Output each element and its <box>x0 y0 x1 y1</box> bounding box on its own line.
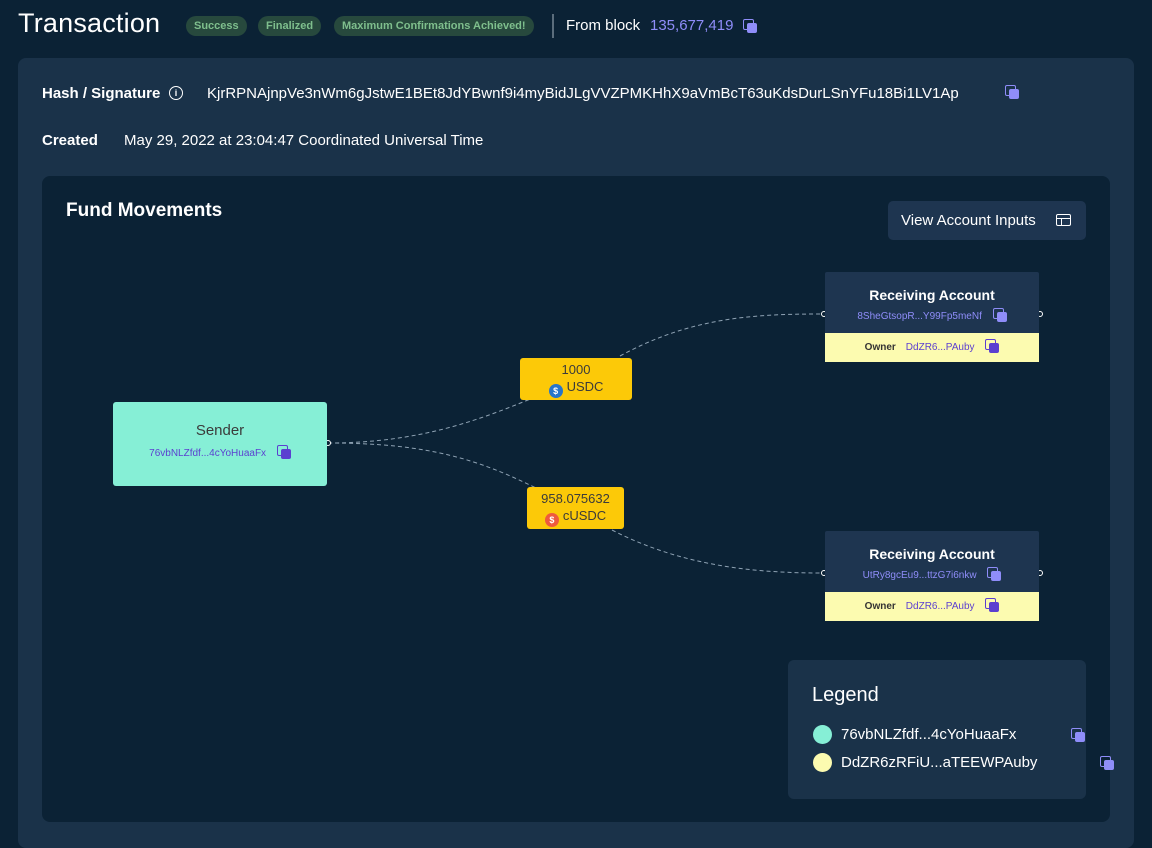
copy-block-icon[interactable] <box>743 19 757 33</box>
table-icon <box>1056 214 1071 226</box>
edge-usdc-receiver1 <box>619 313 823 357</box>
receiving-account-node-2[interactable]: Receiving Account UtRy8gcEu9...ttzG7i6nk… <box>825 531 1039 621</box>
legend-swatch-sender <box>813 725 832 744</box>
status-badge-finalized: Finalized <box>258 16 322 36</box>
transfer-token: cUSDC <box>562 508 607 523</box>
created-value: May 29, 2022 at 23:04:47 Coordinated Uni… <box>124 132 484 149</box>
status-badge-success: Success <box>186 16 247 36</box>
page-title: Transaction <box>18 8 161 38</box>
receiver-address-row: 8SheGtsopR...Y99Fp5meNf <box>825 308 1039 322</box>
receiving-account-node-1[interactable]: Receiving Account 8SheGtsopR...Y99Fp5meN… <box>825 272 1039 362</box>
owner-row: Owner DdZR6...PAuby <box>825 333 1039 362</box>
transfer-chip-cusdc[interactable]: 958.075632 $cUSDC <box>527 487 624 529</box>
created-label: Created <box>42 132 98 149</box>
hash-label: Hash / Signature <box>42 85 161 102</box>
transfer-token-row: $USDC <box>520 379 632 398</box>
transfer-token: USDC <box>566 379 604 394</box>
transfer-chip-usdc[interactable]: 1000 $USDC <box>520 358 632 400</box>
receiver-label: Receiving Account <box>869 546 995 562</box>
copy-sender-icon[interactable] <box>276 445 291 459</box>
usdc-coin-icon: $ <box>548 384 563 398</box>
edge-sender-cusdc <box>327 442 541 491</box>
from-block-label: From block <box>566 17 641 34</box>
legend-label-owner[interactable]: DdZR6zRFiU...aTEEWPAuby <box>841 754 1038 771</box>
block-number-link[interactable]: 135,677,419 <box>650 17 734 34</box>
transfer-amount: 958.075632 <box>541 491 610 506</box>
view-account-inputs-button[interactable]: View Account Inputs <box>888 201 1086 240</box>
copy-legend-owner-icon[interactable] <box>1100 756 1115 770</box>
legend-title: Legend <box>812 684 879 706</box>
owner-label: Owner <box>864 601 896 612</box>
info-icon[interactable]: i <box>169 86 183 100</box>
copy-receiver-icon[interactable] <box>992 308 1007 322</box>
hash-value: KjrRPNAjnpVe3nWm6gJstwE1BEt8JdYBwnf9i4my… <box>207 85 959 102</box>
sender-address-row: 76vbNLZfdf...4cYoHuaaFx <box>113 445 327 459</box>
sender-label: Sender <box>195 422 245 439</box>
view-account-inputs-label: View Account Inputs <box>901 212 1036 229</box>
owner-label: Owner <box>864 342 896 353</box>
copy-hash-icon[interactable] <box>1005 85 1020 99</box>
sender-address[interactable]: 76vbNLZfdf...4cYoHuaaFx <box>149 448 267 459</box>
cusdc-coin-icon: $ <box>544 513 559 527</box>
transfer-token-row: $cUSDC <box>527 508 624 527</box>
receiver-address[interactable]: 8SheGtsopR...Y99Fp5meNf <box>857 311 982 322</box>
legend-box <box>788 660 1086 799</box>
owner-address[interactable]: DdZR6...PAuby <box>905 342 975 353</box>
edge-cusdc-receiver2 <box>611 529 823 574</box>
sender-node[interactable]: Sender 76vbNLZfdf...4cYoHuaaFx <box>113 402 327 486</box>
fund-movements-title: Fund Movements <box>66 200 223 221</box>
legend-swatch-owner <box>813 753 832 772</box>
copy-owner-icon[interactable] <box>985 598 1000 612</box>
receiver-address-row: UtRy8gcEu9...ttzG7i6nkw <box>825 567 1039 581</box>
copy-receiver-icon[interactable] <box>987 567 1002 581</box>
copy-legend-sender-icon[interactable] <box>1070 728 1085 742</box>
header-divider <box>552 14 554 38</box>
owner-row: Owner DdZR6...PAuby <box>825 592 1039 621</box>
legend-label-sender[interactable]: 76vbNLZfdf...4cYoHuaaFx <box>841 726 1017 743</box>
transfer-amount: 1000 <box>561 362 591 377</box>
copy-owner-icon[interactable] <box>985 339 1000 353</box>
owner-address[interactable]: DdZR6...PAuby <box>905 601 975 612</box>
receiver-address[interactable]: UtRy8gcEu9...ttzG7i6nkw <box>862 570 977 581</box>
receiver-label: Receiving Account <box>869 287 995 303</box>
edge-sender-usdc <box>327 394 541 444</box>
status-badge-confirmations: Maximum Confirmations Achieved! <box>334 16 534 36</box>
